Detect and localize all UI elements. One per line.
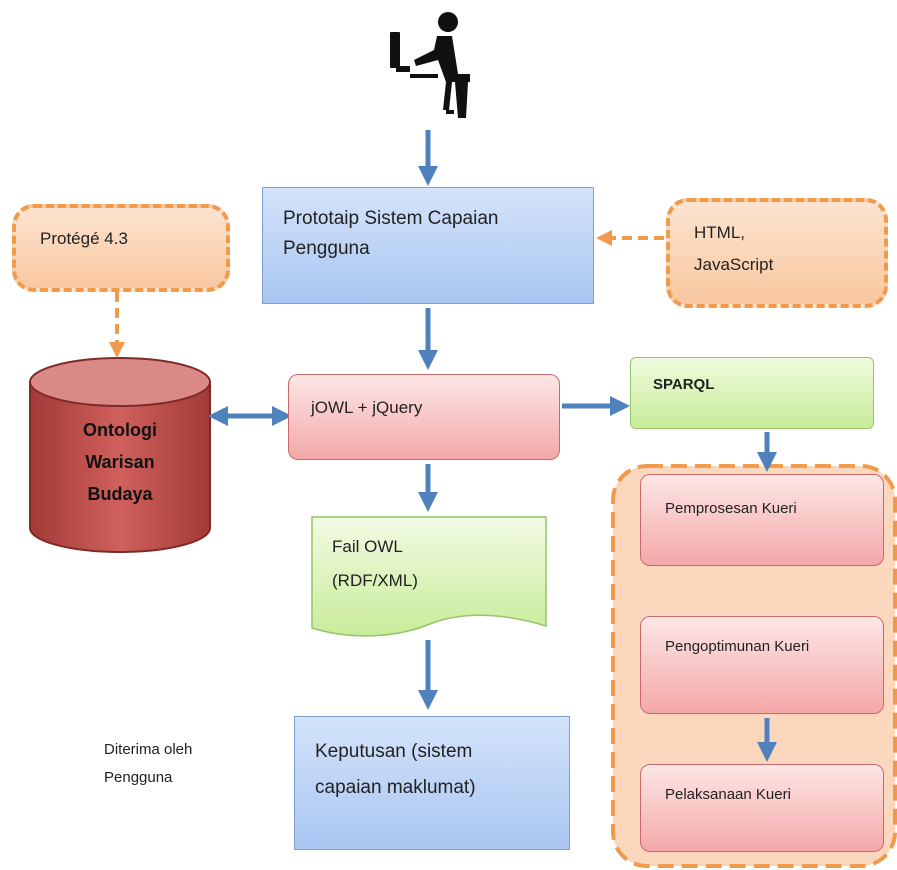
keputusan-box: Keputusan (sistem capaian maklumat) [294, 716, 570, 850]
ontology-database-cylinder [29, 357, 211, 553]
fail-owl-label-line2: (RDF/XML) [332, 571, 418, 590]
diterima-label-line2: Pengguna [104, 769, 173, 786]
keputusan-label-line2: capaian maklumat) [315, 777, 476, 798]
ontology-label-line2: Warisan [85, 452, 155, 472]
javascript-label: JavaScript [694, 255, 774, 274]
pemprosesan-kueri-label: Pemprosesan Kueri [665, 500, 797, 517]
user-at-computer-icon [390, 12, 470, 118]
prototype-system-box: Prototaip Sistem Capaian Pengguna [262, 187, 594, 304]
pemprosesan-kueri-box: Pemprosesan Kueri [640, 474, 884, 566]
pengoptimunan-kueri-box: Pengoptimunan Kueri [640, 616, 884, 714]
keputusan-label-line1: Keputusan (sistem [315, 741, 473, 762]
pelaksanaan-kueri-box: Pelaksanaan Kueri [640, 764, 884, 852]
html-label: HTML, [694, 223, 745, 242]
prototype-system-label: Prototaip Sistem Capaian Pengguna [283, 208, 499, 259]
fail-owl-label-line1: Fail OWL [332, 537, 403, 556]
ontology-label-line1: Ontologi [83, 420, 157, 440]
pelaksanaan-kueri-label: Pelaksanaan Kueri [665, 786, 791, 803]
ontology-label-line3: Budaya [87, 484, 153, 504]
html-javascript-box: HTML, JavaScript [666, 198, 888, 308]
sparql-label: SPARQL [653, 376, 715, 393]
protege-label: Protégé 4.3 [40, 229, 128, 248]
jowl-jquery-box: jOWL + jQuery [288, 374, 560, 460]
sparql-box: SPARQL [630, 357, 874, 429]
jowl-jquery-label: jOWL + jQuery [311, 398, 423, 417]
pengoptimunan-kueri-label: Pengoptimunan Kueri [665, 638, 810, 655]
diterima-label-line1: Diterima oleh [104, 741, 193, 758]
protege-box: Protégé 4.3 [12, 204, 230, 292]
